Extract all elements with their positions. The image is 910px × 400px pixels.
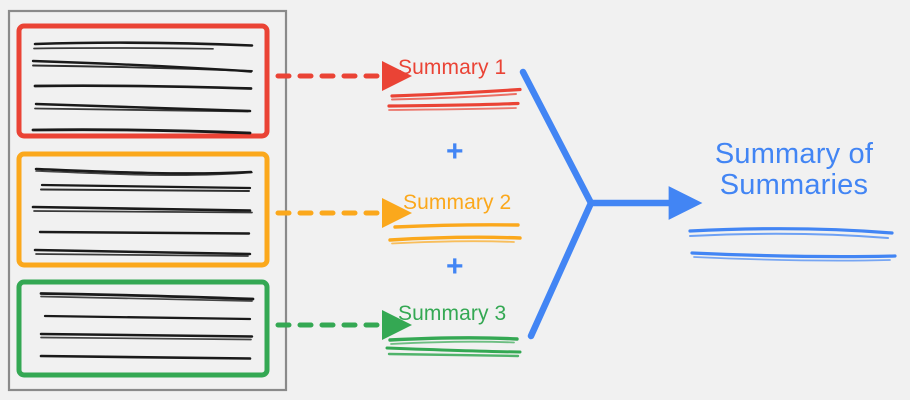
source-document-frame <box>7 9 288 392</box>
summary-of-summaries-line-2: Summaries <box>719 169 869 202</box>
chunk-1-group[interactable] <box>16 23 270 139</box>
chunk-3-box[interactable] <box>16 279 270 378</box>
plus-operator-2: + <box>446 250 464 283</box>
summary-1-underline <box>387 87 522 111</box>
chunk-3-text-lines <box>39 292 255 360</box>
chunk-1-text-lines <box>31 41 254 135</box>
summary-of-summaries-label: Summary of Summaries <box>704 138 884 202</box>
summary-3-underline <box>385 336 522 358</box>
merge-arrow <box>519 68 703 340</box>
summary-1-label: Summary 1 <box>398 56 507 79</box>
summary-of-summaries-underline <box>688 227 897 262</box>
summary-of-summaries-line-1: Summary of <box>714 138 874 170</box>
plus-operator-1: + <box>446 135 464 168</box>
summary-2-label: Summary 2 <box>403 191 512 214</box>
summary-2-underline <box>388 223 522 245</box>
chunk-2-text-lines <box>31 167 253 257</box>
chunk-3-group[interactable] <box>16 279 270 378</box>
summary-3-label: Summary 3 <box>398 302 507 325</box>
chunk-2-group[interactable] <box>16 151 270 268</box>
chunk-2-box[interactable] <box>16 151 270 268</box>
chunk-1-box[interactable] <box>16 23 270 139</box>
